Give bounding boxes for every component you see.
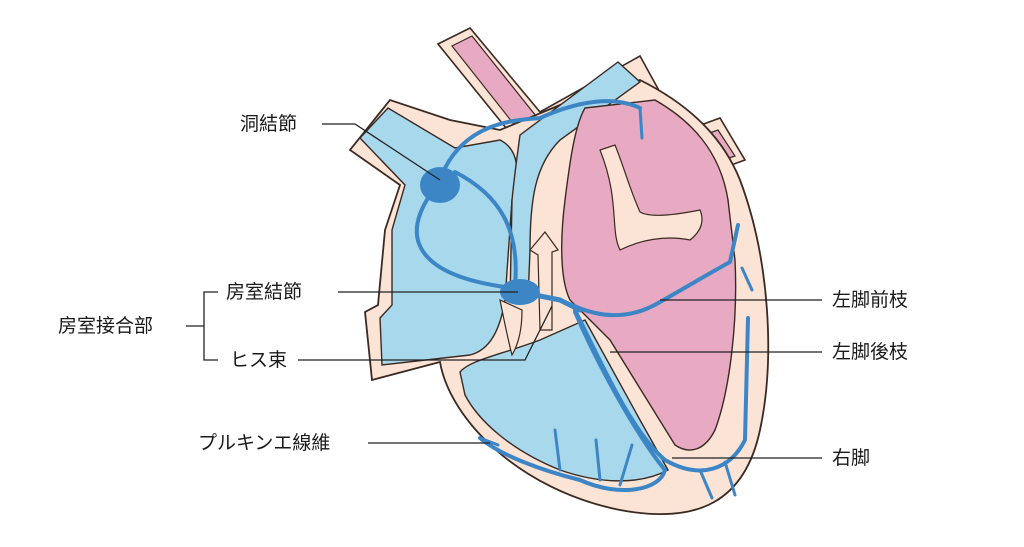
purkinje-twig-2 bbox=[594, 438, 602, 482]
leader-sinoatrial bbox=[322, 123, 441, 181]
label-purkinje-fibers: プルキンエ線維 bbox=[198, 432, 331, 454]
label-left-anterior-fascicle: 左脚前枝 bbox=[832, 289, 909, 311]
purkinje-twig-5 bbox=[723, 460, 737, 497]
leader-bracket bbox=[203, 291, 218, 361]
aorta-lumen bbox=[451, 35, 537, 133]
sinoatrial-node bbox=[420, 167, 460, 203]
purkinje-twig-1 bbox=[553, 428, 562, 472]
purkinje-twig-6 bbox=[740, 266, 754, 292]
label-sinoatrial-node: 洞結節 bbox=[240, 113, 298, 135]
label-right-bundle-branch: 右脚 bbox=[832, 447, 871, 469]
right-bundle-path bbox=[478, 310, 667, 492]
purkinje-twig-4 bbox=[698, 468, 714, 500]
label-av-junction: 房室接合部 bbox=[58, 315, 154, 337]
leader-his bbox=[298, 305, 553, 361]
internodal-tract-lower bbox=[414, 193, 507, 289]
purkinje-twig-7 bbox=[478, 436, 500, 447]
atrioventricular-node bbox=[500, 279, 540, 305]
interatrial-branch bbox=[638, 106, 644, 140]
left-heart-chamber bbox=[561, 99, 737, 451]
internodal-tract-middle bbox=[453, 170, 518, 287]
leader-lines bbox=[186, 123, 822, 459]
purkinje-twig-3 bbox=[618, 443, 634, 487]
label-his-bundle: ヒス束 bbox=[230, 349, 288, 371]
conduction-system bbox=[414, 99, 754, 500]
septum-tip bbox=[529, 231, 559, 331]
internodal-tract-top bbox=[443, 99, 642, 170]
mitral-valve bbox=[599, 144, 703, 251]
tricuspid-valve bbox=[499, 298, 523, 357]
label-left-posterior-fascicle: 左脚後枝 bbox=[832, 341, 909, 363]
label-atrioventricular-node: 房室結節 bbox=[226, 281, 303, 303]
left-anterior-fascicle-path bbox=[570, 223, 740, 318]
